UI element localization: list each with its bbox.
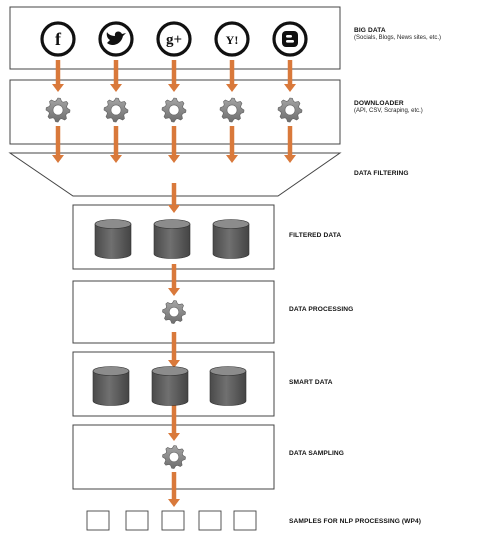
samples-title: SAMPLES FOR NLP PROCESSING (WP4) [289, 518, 422, 525]
data-sampling-label: DATA SAMPLING [289, 450, 344, 458]
data-sampling-title: DATA SAMPLING [289, 450, 345, 457]
smart-data-title: SMART DATA [289, 379, 333, 386]
sample-box [86, 510, 110, 531]
gear-icon [162, 445, 186, 469]
big-data-label: BIG DATA (Socials, Blogs, News sites, et… [354, 27, 441, 43]
flow-arrow [168, 472, 180, 507]
sample-box [125, 510, 149, 531]
database-icon [94, 219, 132, 259]
flow-arrow [168, 183, 180, 213]
gear-icon [45, 97, 71, 123]
gear-icon [161, 97, 187, 123]
flow-arrow [168, 60, 180, 92]
flow-arrow [284, 60, 296, 92]
sample-box [161, 510, 185, 531]
gear-icon [277, 97, 303, 123]
flow-arrow [226, 126, 238, 163]
svg-text:f: f [55, 29, 62, 49]
downloader-title: DOWNLOADER [354, 100, 404, 107]
blogger-icon [272, 21, 308, 57]
data-filtering-title: DATA FILTERING [354, 170, 409, 177]
data-processing-title: DATA PROCESSING [289, 306, 354, 313]
svg-text:Y!: Y! [226, 33, 239, 47]
flow-arrow [226, 60, 238, 92]
flow-arrow [110, 126, 122, 163]
flow-arrow [52, 60, 64, 92]
data-filtering-label: DATA FILTERING [354, 170, 409, 178]
database-icon [151, 366, 189, 406]
flow-arrow [52, 126, 64, 163]
big-data-title: BIG DATA [354, 27, 386, 34]
twitter-icon [98, 21, 134, 57]
flow-arrow [168, 405, 180, 441]
flow-arrow [168, 332, 180, 368]
database-icon [153, 219, 191, 259]
samples-label: SAMPLES FOR NLP PROCESSING (WP4) [289, 518, 421, 526]
sample-box [198, 510, 222, 531]
database-icon [212, 219, 250, 259]
database-icon [209, 366, 247, 406]
data-processing-label: DATA PROCESSING [289, 306, 353, 314]
facebook-icon: f [40, 21, 76, 57]
filtered-data-title: FILTERED DATA [289, 232, 342, 239]
gear-icon [162, 300, 186, 324]
smart-data-label: SMART DATA [289, 379, 333, 387]
flow-arrow [168, 264, 180, 296]
database-icon [92, 366, 130, 406]
svg-text:g+: g+ [166, 32, 182, 48]
gear-icon [103, 97, 129, 123]
flow-arrow [110, 60, 122, 92]
sample-box [233, 510, 257, 531]
big-data-subtitle: (Socials, Blogs, News sites, etc.) [354, 35, 442, 42]
flow-arrow [284, 126, 296, 163]
google-plus-icon: g+ [156, 21, 192, 57]
flow-arrow [168, 126, 180, 163]
downloader-label: DOWNLOADER (API, CSV, Scraping, etc.) [354, 100, 423, 116]
yahoo-icon: Y! [214, 21, 250, 57]
downloader-subtitle: (API, CSV, Scraping, etc.) [354, 108, 423, 115]
gear-icon [219, 97, 245, 123]
filtered-data-label: FILTERED DATA [289, 232, 341, 240]
